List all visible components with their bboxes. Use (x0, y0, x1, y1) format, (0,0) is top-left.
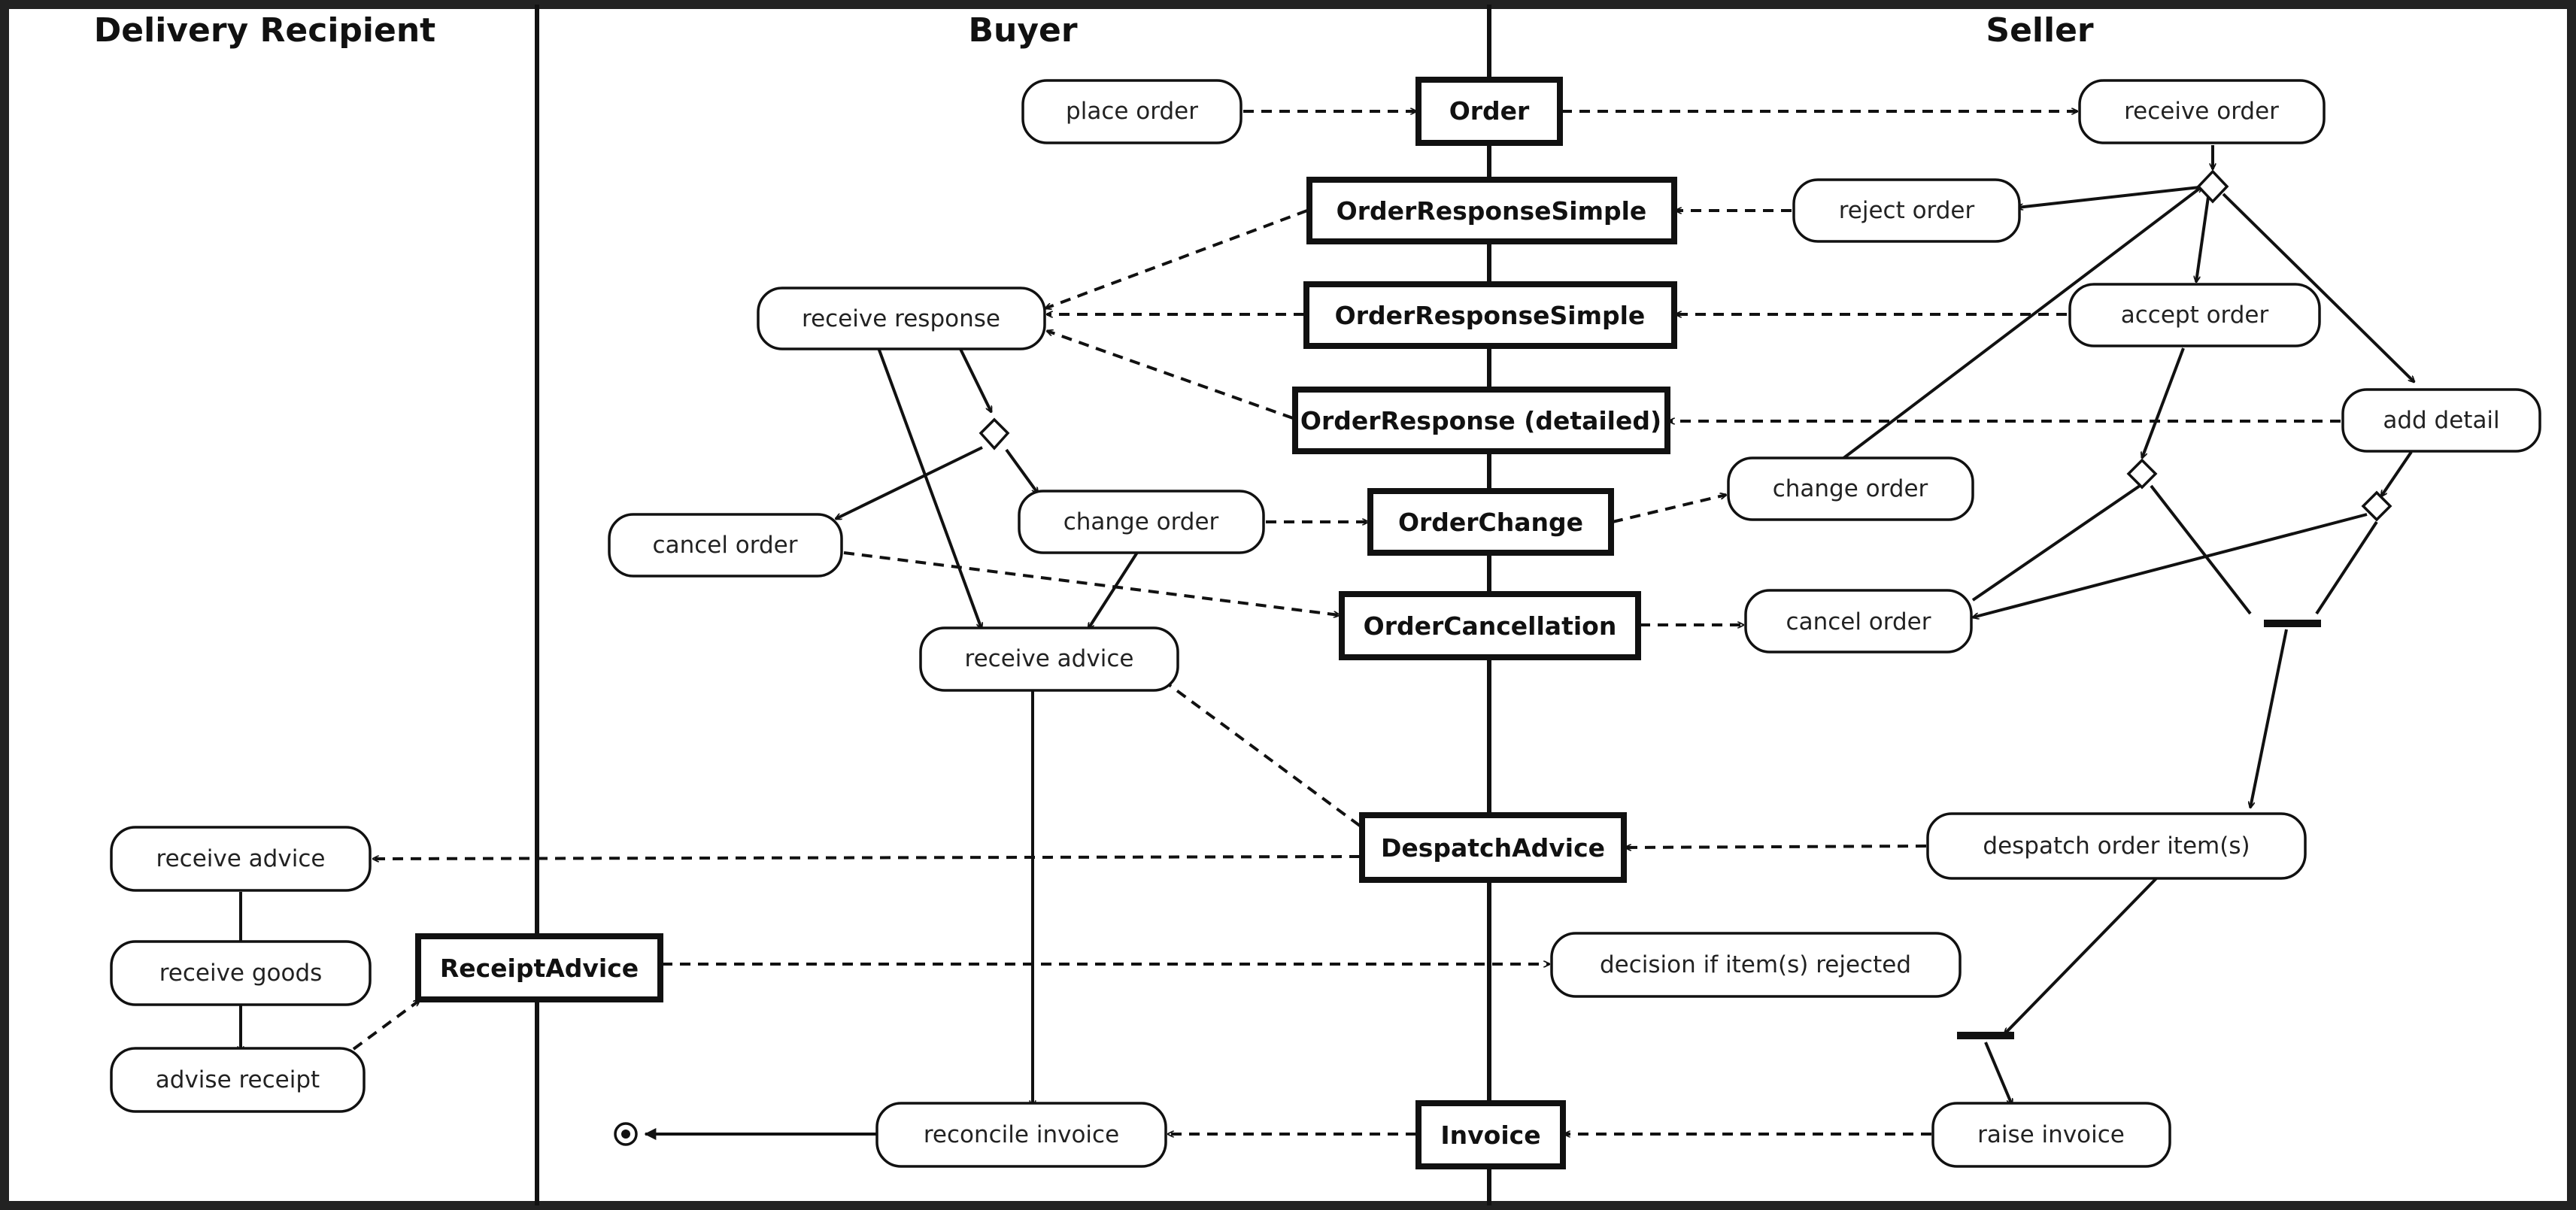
activity-recipient-receive-advice: receive advice (110, 826, 372, 892)
activity-receive-goods: receive goods (110, 940, 372, 1006)
svg-text:Invoice: Invoice (1440, 1121, 1540, 1150)
svg-text:receive advice: receive advice (156, 845, 326, 872)
svg-text:OrderChange: OrderChange (1398, 508, 1583, 537)
document-order: Order (1415, 77, 1563, 146)
decision-after-accept-order (2126, 458, 2158, 490)
svg-text:reject order: reject order (1839, 197, 1975, 224)
svg-text:cancel order: cancel order (653, 532, 798, 559)
activity-buyer-change-order: change order (1018, 490, 1265, 554)
document-order-change: OrderChange (1367, 488, 1614, 556)
document-order-response-simple-reject: OrderResponseSimple (1306, 177, 1677, 244)
svg-text:change order: change order (1063, 508, 1219, 535)
activity-reconcile-invoice: reconcile invoice (875, 1102, 1167, 1168)
activity-raise-invoice: raise invoice (1931, 1102, 2171, 1168)
join-bar-despatch (2264, 620, 2321, 627)
activity-receive-order: receive order (2078, 79, 2326, 144)
lane-header-delivery-recipient: Delivery Recipient (94, 11, 435, 50)
decision-after-add-detail (2361, 490, 2392, 522)
svg-text:receive goods: receive goods (159, 960, 323, 987)
svg-text:receive order: receive order (2124, 98, 2279, 125)
svg-text:OrderResponse (detailed): OrderResponse (detailed) (1300, 406, 1661, 435)
decision-after-receive-order (2196, 169, 2229, 204)
document-order-response-simple-accept: OrderResponseSimple (1303, 281, 1677, 349)
svg-text:advise receipt: advise receipt (156, 1066, 320, 1093)
svg-text:OrderCancellation: OrderCancellation (1364, 611, 1617, 641)
activity-add-detail: add detail (2341, 388, 2541, 453)
svg-text:raise invoice: raise invoice (1977, 1121, 2125, 1148)
activity-accept-order: accept order (2068, 283, 2321, 347)
activity-final-node (614, 1122, 638, 1146)
activity-despatch-order-items: despatch order item(s) (1926, 812, 2307, 880)
svg-text:receive advice: receive advice (965, 645, 1134, 672)
svg-text:OrderResponseSimple: OrderResponseSimple (1337, 196, 1647, 226)
join-bar-invoice (1957, 1032, 2014, 1039)
svg-text:accept order: accept order (2121, 302, 2269, 329)
svg-text:reconcile invoice: reconcile invoice (924, 1121, 1119, 1148)
control-flows (241, 145, 2414, 1140)
document-despatch-advice: DespatchAdvice (1359, 812, 1627, 883)
svg-text:place order: place order (1066, 98, 1198, 125)
activity-receive-response: receive response (757, 287, 1046, 350)
object-flows (352, 111, 2341, 1134)
svg-text:receive response: receive response (802, 305, 1000, 332)
svg-text:DespatchAdvice: DespatchAdvice (1381, 833, 1605, 863)
activity-decision-if-items-rejected: decision if item(s) rejected (1550, 932, 1962, 998)
decision-after-receive-response (979, 417, 1010, 450)
svg-text:OrderResponseSimple: OrderResponseSimple (1335, 301, 1646, 330)
document-invoice: Invoice (1415, 1100, 1566, 1169)
svg-text:change order: change order (1773, 475, 1928, 502)
svg-text:ReceiptAdvice: ReceiptAdvice (440, 954, 639, 983)
activity-reject-order: reject order (1792, 178, 2021, 243)
svg-text:cancel order: cancel order (1786, 608, 1931, 635)
document-receipt-advice: ReceiptAdvice (415, 933, 663, 1002)
activity-seller-change-order: change order (1727, 456, 1974, 521)
svg-text:despatch order item(s): despatch order item(s) (1983, 832, 2250, 860)
activity-seller-cancel-order: cancel order (1744, 589, 1973, 654)
activity-buyer-cancel-order: cancel order (608, 513, 843, 578)
svg-text:add detail: add detail (2383, 407, 2499, 434)
activity-place-order: place order (1021, 79, 1242, 144)
activity-advise-receipt: advise receipt (110, 1047, 366, 1113)
document-order-cancellation: OrderCancellation (1339, 591, 1641, 660)
lane-header-buyer: Buyer (968, 11, 1077, 50)
activity-buyer-receive-advice: receive advice (919, 626, 1179, 692)
svg-text:Order: Order (1449, 96, 1530, 126)
svg-text:decision if item(s) rejected: decision if item(s) rejected (1600, 951, 1911, 978)
lane-header-seller: Seller (1986, 11, 2094, 50)
document-order-response-detailed: OrderResponse (detailed) (1292, 387, 1670, 454)
